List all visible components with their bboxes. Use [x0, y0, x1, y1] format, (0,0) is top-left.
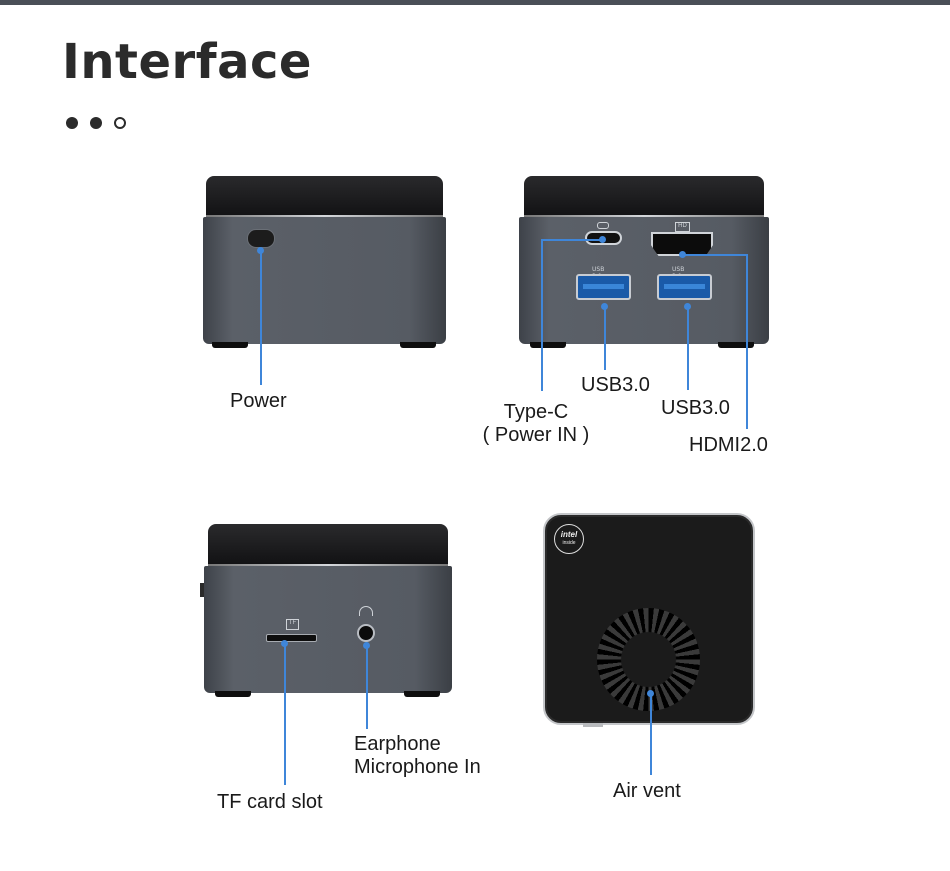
pagination-dot-1[interactable]	[66, 117, 78, 129]
hdmi-icon: HD	[675, 222, 690, 232]
label-air-vent: Air vent	[613, 780, 681, 802]
leader-earphone	[366, 645, 368, 729]
audio-jack	[357, 624, 375, 642]
leader-usb3-b	[687, 306, 689, 390]
label-type-c: Type-C ( Power IN )	[482, 401, 590, 446]
leader-air-vent	[650, 693, 652, 775]
headphone-icon	[359, 606, 373, 616]
label-usb3-a: USB3.0	[581, 374, 650, 396]
leader-type-c	[541, 239, 543, 391]
label-usb3-b: USB3.0	[661, 397, 730, 419]
leader-usb3-a	[604, 306, 606, 370]
page-title: Interface	[62, 34, 312, 90]
leader-power	[260, 250, 262, 385]
type-c-icon	[597, 222, 609, 229]
label-hdmi: HDMI2.0	[689, 434, 768, 456]
leader-hdmi	[746, 254, 748, 429]
pagination-dot-2[interactable]	[90, 117, 102, 129]
intel-logo: intel inside	[554, 524, 584, 554]
label-power: Power	[230, 390, 287, 412]
leader-tf-card	[284, 643, 286, 785]
usb3-port-right	[657, 274, 712, 300]
power-button	[247, 229, 275, 248]
tf-card-icon: TF	[286, 619, 299, 630]
tf-card-slot	[266, 634, 317, 642]
label-tf-card: TF card slot	[217, 791, 323, 813]
pagination-dot-3[interactable]	[114, 117, 126, 129]
top-bar	[0, 0, 950, 5]
label-earphone-microphone: Earphone Microphone In	[354, 733, 481, 778]
usb3-port-left	[576, 274, 631, 300]
